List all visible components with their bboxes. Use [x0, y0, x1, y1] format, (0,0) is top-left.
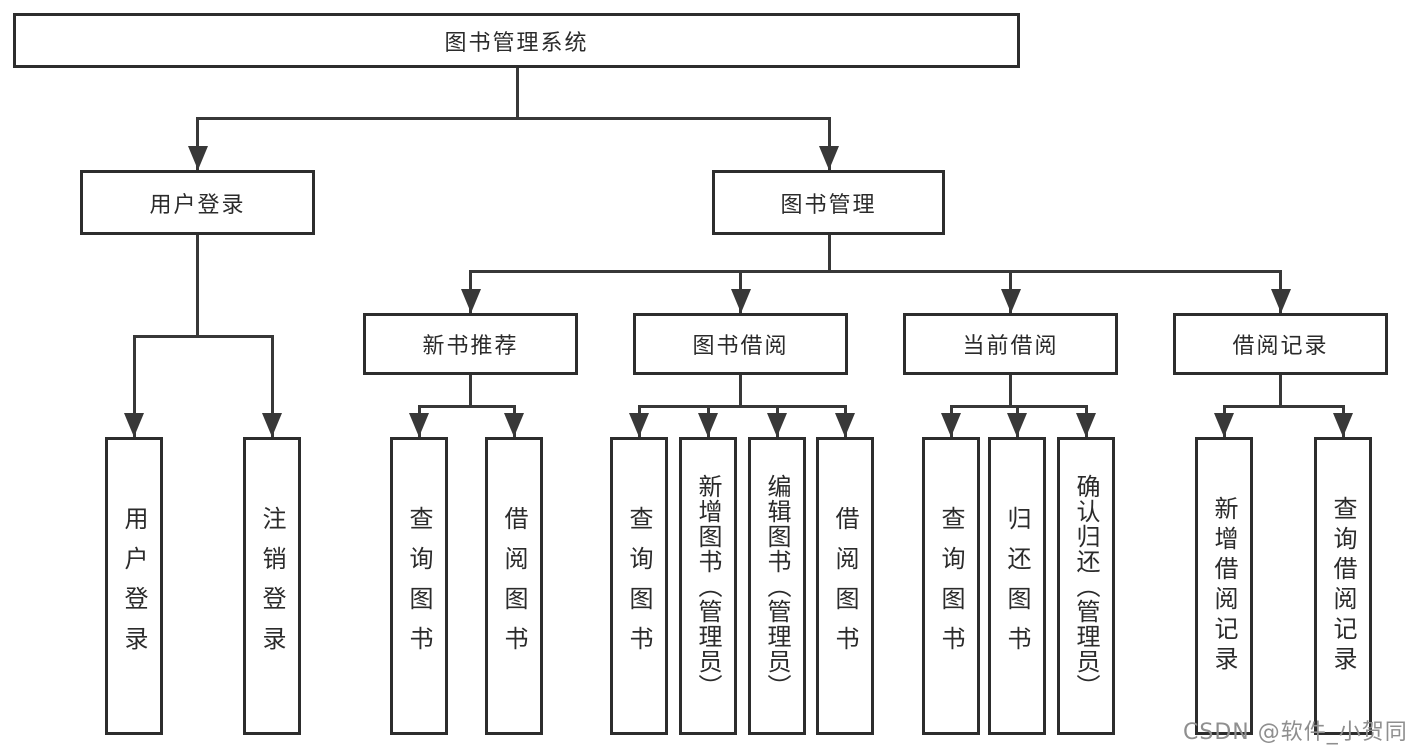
connector-new-book-stub — [469, 375, 472, 408]
connector-root-stub — [515, 66, 519, 120]
leaf-label: 查询图书 — [625, 506, 653, 666]
connector-drop-nb-borrow-arrowhead-icon — [504, 413, 524, 437]
leaf-label: 查询图书 — [405, 506, 433, 666]
connector-new-book-branch — [417, 404, 516, 408]
connector-drop-user-login — [196, 116, 199, 170]
node-label: 图书管理 — [780, 192, 877, 218]
leaf-cb-return-books: 归还图书 — [988, 437, 1046, 735]
node-new-book-recommend: 新书推荐 — [363, 313, 578, 375]
connector-drop-leaf-logout — [270, 334, 274, 437]
node-label: 借阅记录 — [1232, 334, 1329, 359]
connector-drop-book-borrow-arrowhead-icon — [730, 289, 751, 313]
leaf-bb-query-books: 查询图书 — [610, 437, 668, 735]
leaf-br-add-record: 新增借阅记录 — [1195, 437, 1253, 735]
leaf-bb-edit-books-admin: 编辑图书（管理员） — [748, 437, 806, 735]
node-library-management-system: 图书管理系统 — [13, 13, 1020, 68]
connector-borrow-records-stub — [1279, 375, 1282, 408]
connector-book-borrow-branch — [637, 404, 847, 408]
leaf-label: 查询借阅记录 — [1329, 496, 1357, 676]
connector-drop-nb-query-arrowhead-icon — [409, 413, 429, 437]
leaf-nb-borrow-books: 借阅图书 — [485, 437, 543, 735]
connector-drop-leaf-user-login — [132, 334, 136, 437]
connector-drop-cb-query-arrowhead-icon — [941, 413, 961, 437]
leaf-label: 借阅图书 — [831, 506, 859, 666]
connector-drop-br-query-arrowhead-icon — [1333, 413, 1353, 437]
connector-drop-br-add-arrowhead-icon — [1214, 413, 1234, 437]
connector-drop-bb-query-arrowhead-icon — [629, 413, 649, 437]
csdn-watermark: CSDN @软件_小贺同学 — [1183, 720, 1405, 745]
connector-level3-branch — [469, 269, 1282, 273]
connector-borrow-records-branch — [1222, 404, 1345, 408]
node-user-login: 用户登录 — [80, 170, 315, 235]
connector-drop-book-mgmt — [827, 116, 831, 170]
connector-user-login-stub — [196, 235, 199, 338]
node-label: 当前借阅 — [962, 334, 1059, 359]
leaf-label: 查询图书 — [937, 506, 965, 666]
leaf-label: 新增图书（管理员） — [694, 473, 722, 699]
connector-drop-bb-add-arrowhead-icon — [698, 413, 718, 437]
connector-drop-user-login-arrowhead-icon — [187, 146, 208, 170]
node-current-borrowing: 当前借阅 — [903, 313, 1118, 375]
connector-drop-bb-edit-arrowhead-icon — [767, 413, 787, 437]
leaf-label: 归还图书 — [1003, 506, 1031, 666]
leaf-label: 确认归还（管理员） — [1072, 473, 1100, 699]
leaf-label: 新增借阅记录 — [1210, 496, 1238, 676]
connector-drop-cb-return-arrowhead-icon — [1007, 413, 1027, 437]
connector-drop-bb-borrow-arrowhead-icon — [835, 413, 855, 437]
connector-book-mgmt-stub — [827, 235, 831, 273]
leaf-cb-query-books: 查询图书 — [922, 437, 980, 735]
node-label: 图书管理系统 — [444, 30, 589, 56]
connector-drop-book-mgmt-arrowhead-icon — [819, 146, 839, 170]
leaf-logout: 注销登录 — [243, 437, 301, 735]
leaf-label: 注销登录 — [258, 506, 286, 666]
node-borrowing-records: 借阅记录 — [1173, 313, 1388, 375]
connector-user-login-branch — [132, 334, 274, 338]
node-label: 图书借阅 — [692, 334, 789, 359]
connector-drop-leaf-logout-arrowhead-icon — [262, 413, 282, 437]
leaf-bb-add-books-admin: 新增图书（管理员） — [679, 437, 737, 735]
connector-drop-current-borrow-arrowhead-icon — [1000, 289, 1021, 313]
connector-current-borrow-stub — [1009, 375, 1012, 408]
leaf-label: 借阅图书 — [500, 506, 528, 666]
connector-current-borrow-branch — [949, 404, 1088, 408]
leaf-cb-confirm-return-admin: 确认归还（管理员） — [1057, 437, 1115, 735]
leaf-label: 编辑图书（管理员） — [763, 473, 791, 699]
leaf-br-query-record: 查询借阅记录 — [1314, 437, 1372, 735]
connector-level2-branch — [196, 116, 831, 120]
leaf-user-login: 用户登录 — [105, 437, 163, 735]
node-book-borrowing: 图书借阅 — [633, 313, 848, 375]
connector-drop-cb-confirm-arrowhead-icon — [1076, 413, 1096, 437]
node-label: 新书推荐 — [422, 334, 519, 359]
leaf-nb-query-books: 查询图书 — [390, 437, 448, 735]
node-label: 用户登录 — [149, 192, 246, 218]
connector-drop-new-book-arrowhead-icon — [460, 289, 481, 313]
leaf-label: 用户登录 — [120, 506, 148, 666]
connector-drop-borrow-records-arrowhead-icon — [1270, 289, 1291, 313]
connector-drop-leaf-user-login-arrowhead-icon — [124, 413, 144, 437]
node-book-management: 图书管理 — [712, 170, 945, 235]
connector-book-borrow-stub — [739, 375, 742, 408]
leaf-bb-borrow-books: 借阅图书 — [816, 437, 874, 735]
